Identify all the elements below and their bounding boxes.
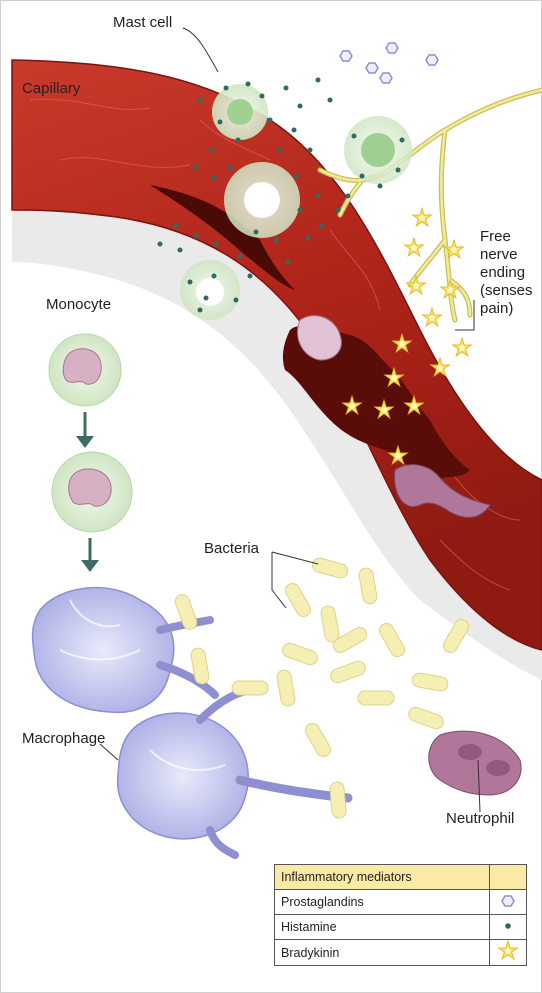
legend-label: Histamine [275,915,490,940]
label-capillary: Capillary [22,80,80,97]
monocyte-cell [49,334,121,406]
label-free-nerve-ending: Free nerve ending (senses pain) [480,228,533,318]
label-monocyte: Monocyte [46,296,111,313]
dot-icon [490,915,527,940]
legend-row: Histamine [275,915,527,940]
label-neutrophil: Neutrophil [446,810,514,827]
activated-monocyte [52,452,132,532]
mast-cell-3 [224,162,300,238]
legend-row: Prostaglandins [275,890,527,915]
mast-cell-4 [180,260,240,320]
legend-label: Bradykinin [275,940,490,966]
legend-row: Bradykinin [275,940,527,966]
engulfed-bacterium [232,681,268,695]
legend-header-row: Inflammatory mediators [275,865,527,890]
label-macrophage: Macrophage [22,730,105,747]
label-bacteria: Bacteria [204,540,259,557]
mast-cell-1 [212,84,268,140]
hexagon-icon [490,890,527,915]
legend-table: Inflammatory mediators Prostaglandins Hi… [274,864,527,966]
label-mast-cell: Mast cell [113,14,172,31]
engulfed-bacterium [329,781,346,818]
starburst-icon [490,940,527,966]
legend-label: Prostaglandins [275,890,490,915]
legend-title: Inflammatory mediators [275,865,490,890]
mast-cell-2 [344,116,412,184]
